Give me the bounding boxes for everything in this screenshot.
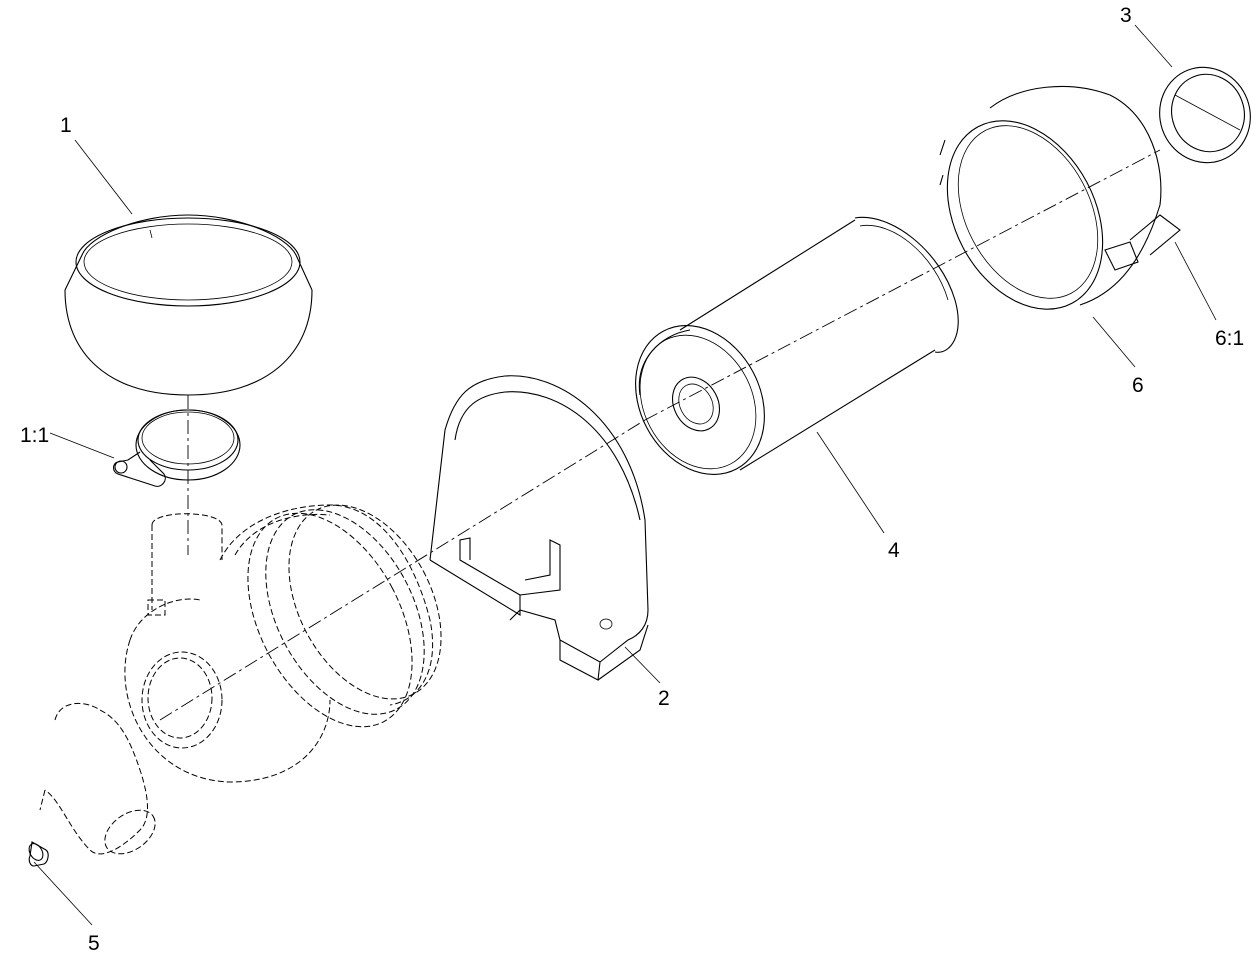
callout-5: 5 <box>88 932 100 955</box>
leader-lines <box>33 24 1217 926</box>
part-4-filter-element <box>635 216 959 475</box>
centerlines <box>159 149 1161 721</box>
part-5-valve <box>28 841 49 867</box>
callout-1: 1 <box>60 114 72 137</box>
callout-4: 4 <box>888 539 900 562</box>
part-1-cap <box>64 214 313 396</box>
callout-3: 3 <box>1120 4 1132 27</box>
part-3-disk <box>1159 66 1251 164</box>
part-6-cover <box>939 85 1181 310</box>
callout-6-1: 6:1 <box>1215 327 1244 350</box>
part-1-1-clamp <box>112 409 241 487</box>
air-cleaner-housing-outline <box>39 504 442 855</box>
callout-6: 6 <box>1132 374 1144 397</box>
callout-1-1: 1:1 <box>20 424 49 447</box>
callout-labels: 1 1:1 2 3 4 5 6 6:1 <box>20 4 1244 955</box>
part-2-bracket <box>429 375 649 681</box>
callout-2: 2 <box>658 687 670 710</box>
